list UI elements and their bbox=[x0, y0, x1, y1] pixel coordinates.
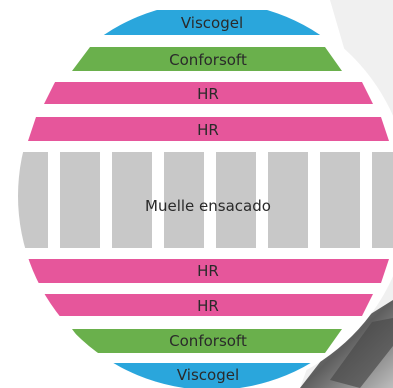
spring-pocket bbox=[112, 152, 152, 248]
layer-label-muelle-ensacado: Muelle ensacado bbox=[145, 197, 271, 215]
layer-label-viscogel-bottom: Viscogel bbox=[177, 366, 239, 384]
layer-band-hr-2 bbox=[28, 117, 389, 141]
spring-pocket bbox=[268, 152, 308, 248]
spring-pocket bbox=[372, 152, 393, 248]
layer-band-hr-3 bbox=[28, 259, 389, 283]
layer-band-hr-1 bbox=[44, 82, 373, 104]
layer-label-hr-3: HR bbox=[197, 262, 219, 280]
layer-band-hr-4 bbox=[44, 294, 373, 316]
layer-label-viscogel-top: Viscogel bbox=[181, 14, 243, 32]
layer-label-hr-1: HR bbox=[197, 85, 219, 103]
pocket-springs bbox=[18, 152, 393, 248]
layer-label-conforsoft-top: Conforsoft bbox=[169, 51, 247, 69]
spring-pocket bbox=[164, 152, 204, 248]
layer-band-conforsoft-top bbox=[72, 47, 342, 71]
layer-label-conforsoft-bottom: Conforsoft bbox=[169, 332, 247, 350]
spring-pocket bbox=[320, 152, 360, 248]
layer-label-hr-2: HR bbox=[197, 121, 219, 139]
layer-band-conforsoft-bottom bbox=[72, 329, 342, 353]
spring-pocket bbox=[18, 152, 48, 248]
spring-pocket bbox=[60, 152, 100, 248]
layer-label-hr-4: HR bbox=[197, 297, 219, 315]
spring-pocket bbox=[216, 152, 256, 248]
